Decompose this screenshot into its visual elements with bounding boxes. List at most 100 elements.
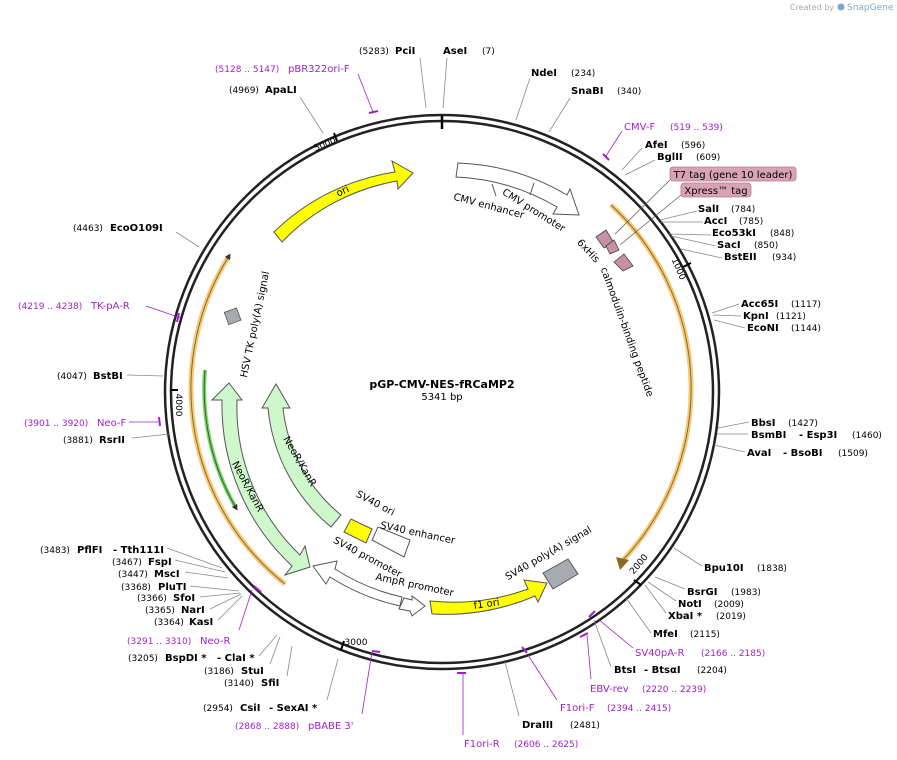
- enzyme-pos: (4047): [57, 372, 87, 382]
- primer-leader: [238, 589, 253, 631]
- enzyme-leader: [269, 636, 281, 665]
- enzyme-leader: [131, 433, 171, 439]
- enzyme-pos: (3368): [121, 583, 151, 593]
- enzyme-pos: (1460): [852, 431, 882, 441]
- tag-xpress-box: [680, 182, 752, 198]
- primer-mark: [371, 650, 381, 653]
- enzyme-name2: - SexAI *: [269, 703, 318, 714]
- enzyme-pos: (3205): [128, 654, 158, 664]
- enzyme-leader: [711, 303, 740, 314]
- feature-sv40-polya: [542, 558, 579, 590]
- feature-sv40-ori: [343, 518, 373, 544]
- enzyme-leader: [217, 595, 243, 621]
- enzyme-name: KpnI: [743, 311, 769, 322]
- enzyme-leader: [326, 658, 339, 701]
- enzyme-pos: (2115): [690, 630, 720, 640]
- enzyme-pos: (1144): [791, 324, 821, 334]
- orf-arc-left-line: [190, 253, 286, 585]
- enzyme-pos: (1427): [788, 419, 818, 429]
- enzyme-name: SfoI: [173, 593, 195, 604]
- enzyme-pos: (2954): [203, 704, 233, 714]
- feature-sv40-promoter: [312, 560, 403, 607]
- enzyme-pos: (784): [731, 205, 755, 215]
- enzyme-leader: [673, 547, 703, 567]
- enzyme-leader: [515, 77, 531, 121]
- enzyme-leader: [419, 57, 427, 109]
- enzyme-pos: (3365): [145, 606, 175, 616]
- tag-t7-leader: [614, 179, 671, 235]
- enzyme-name: AfeI: [645, 140, 668, 151]
- enzyme-pos: (3447): [118, 570, 148, 580]
- feature-6xhis-label: 6xHis: [574, 237, 601, 265]
- feature-f1-ori-label: f1 ori: [473, 597, 500, 612]
- cmv-divider: [529, 182, 535, 196]
- created-by-label: Created by: [790, 3, 834, 12]
- enzyme-name: FspI: [148, 557, 172, 568]
- primer-mark: [253, 585, 262, 593]
- enzyme-name: Bpu10I: [704, 563, 744, 574]
- enzyme-name: RsrII: [99, 435, 125, 446]
- enzyme-name: ApaLI: [265, 85, 297, 96]
- cmv-enhancer-leader: [491, 183, 497, 197]
- enzyme-name: PciI: [395, 46, 415, 57]
- enzyme-leader: [299, 96, 324, 134]
- enzyme-pos: (934): [772, 253, 796, 263]
- feature-xpress-tag: [605, 239, 620, 255]
- enzyme-leader: [713, 444, 746, 453]
- enzyme-leader: [670, 235, 717, 247]
- enzyme-name: KasI: [189, 617, 213, 628]
- enzyme-leader: [199, 592, 241, 598]
- primer-mark: [602, 153, 610, 161]
- feature-cbp-label: calmodulin-binding peptide: [598, 266, 655, 398]
- primer-range: (2394 .. 2415): [607, 704, 671, 714]
- plasmid-length: 5341 bp: [421, 392, 462, 403]
- enzyme-name: CsiI: [240, 703, 260, 714]
- tick-2000-label: 2000: [628, 553, 651, 577]
- tag-xpress: Xpress™ tag: [619, 182, 752, 246]
- enzyme-name: BsmBI: [751, 430, 786, 441]
- enzyme-pos: (596): [681, 141, 705, 151]
- enzyme-pos: (3140): [224, 679, 254, 689]
- snapgene-logo-icon: [837, 3, 845, 11]
- feature-ori: [273, 159, 414, 243]
- enzyme-leader: [668, 233, 712, 236]
- enzyme-pos: (1121): [776, 312, 806, 322]
- enzyme-labels: (5283) PciI AseI (7) NdeI (234) SnaBI (3…: [40, 46, 882, 731]
- primer-mark: [368, 110, 379, 114]
- enzyme-leader: [717, 421, 750, 429]
- enzyme-name: AvaI: [747, 448, 771, 459]
- enzyme-name: AccI: [704, 216, 727, 227]
- enzyme-leader: [175, 231, 200, 248]
- primer-name: EBV-rev: [590, 684, 629, 695]
- primer-range: (2868 .. 2888): [235, 722, 299, 732]
- enzyme-name: EcoO109I: [110, 223, 163, 234]
- enzyme-leader: [209, 593, 242, 610]
- primer-leader: [361, 651, 373, 715]
- enzyme-leader: [713, 319, 746, 329]
- enzyme-name2: - Tth111I: [113, 545, 164, 556]
- enzyme-pos: (848): [770, 229, 794, 239]
- enzyme-name: SfiI: [261, 678, 279, 689]
- primer-labels: (5128 .. 5147) pBR322ori-F CMV-F (519 ..…: [18, 64, 765, 750]
- primer-name: F1ori-F: [560, 703, 595, 714]
- enzyme-pos: (4463): [73, 224, 103, 234]
- enzyme-pos: (1509): [838, 449, 868, 459]
- primer-range: (4219 .. 4238): [18, 302, 82, 312]
- feature-sv40-ori-label: SV40 ori: [354, 489, 396, 518]
- enzyme-leader: [286, 645, 293, 677]
- enzyme-pos: (5283): [359, 47, 389, 57]
- enzyme-name2: - Esp3I: [799, 430, 837, 441]
- enzyme-pos: (1983): [731, 588, 761, 598]
- enzyme-leader: [548, 97, 571, 133]
- enzyme-name2: - BsoBI: [783, 448, 822, 459]
- enzyme-leader: [442, 57, 448, 109]
- primer-leader: [357, 73, 374, 113]
- primer-leader: [597, 618, 634, 649]
- primer-name: CMV-F: [624, 122, 655, 133]
- tick-2000: [633, 579, 642, 586]
- enzyme-name: BsrGI: [687, 587, 717, 598]
- feature-6xhis: [613, 253, 634, 272]
- enzyme-pos: (1117): [791, 300, 821, 310]
- enzyme-pos: (3483): [40, 546, 70, 556]
- primer-name: Neo-R: [200, 636, 231, 647]
